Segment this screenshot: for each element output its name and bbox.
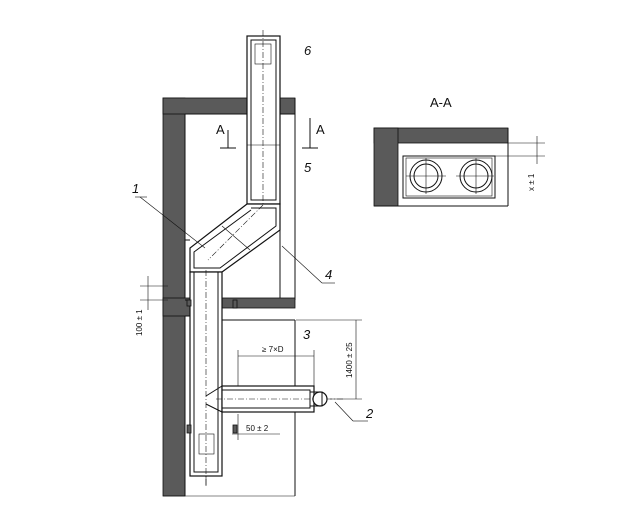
leaders <box>135 196 368 422</box>
elevation-view <box>162 30 345 497</box>
label-part-4: 4 <box>325 267 332 282</box>
boiler-outlet-circle <box>312 391 328 407</box>
section-wall-left <box>373 127 399 207</box>
label-part-5: 5 <box>304 160 312 175</box>
dim-gap: 50 ± 2 <box>246 424 269 433</box>
inclined-section <box>189 203 281 273</box>
dim-section-x: x ± 1 <box>527 173 536 191</box>
section-title: A-A <box>430 95 452 110</box>
section-marker-left: A <box>216 122 225 137</box>
section-a-a: A-A x ± 1 <box>373 95 545 207</box>
chimney-top-section <box>246 35 281 205</box>
section-casing <box>402 155 496 199</box>
section-marker-right: A <box>316 122 325 137</box>
dim-horizontal-length: ≥ 7×D <box>262 345 284 354</box>
dimension-lines <box>140 276 362 440</box>
left-wall <box>162 97 186 497</box>
top-slab-right <box>279 97 296 115</box>
label-part-2: 2 <box>365 406 374 421</box>
label-part-1: 1 <box>132 181 139 196</box>
section-markers: A A <box>216 118 325 149</box>
dim-height: 1400 ± 25 <box>345 342 354 378</box>
label-part-3: 3 <box>303 327 311 342</box>
dim-vertical-offset: 100 ± 1 <box>135 309 144 336</box>
label-part-6: 6 <box>304 43 312 58</box>
top-slab-left <box>162 97 248 115</box>
